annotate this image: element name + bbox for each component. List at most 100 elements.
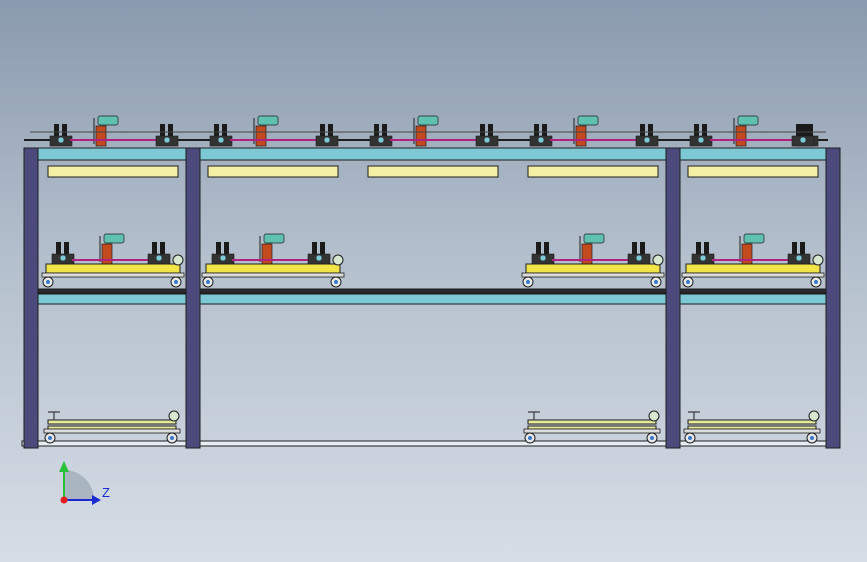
cart-roller bbox=[332, 254, 344, 266]
spindle-hub bbox=[217, 136, 225, 144]
cart-frame-bottom bbox=[47, 425, 177, 430]
spindle-hub bbox=[643, 136, 651, 144]
motor-body bbox=[735, 125, 747, 147]
spindle-hub bbox=[795, 254, 803, 262]
cart-wheel-hub bbox=[206, 280, 210, 284]
top-beam bbox=[23, 147, 829, 161]
spindle-post bbox=[64, 242, 69, 264]
spindle-post bbox=[534, 124, 539, 146]
light-panel-2 bbox=[207, 165, 339, 178]
bottom-cart-2 bbox=[523, 410, 661, 444]
cart-wheel-hub bbox=[650, 436, 654, 440]
motor-body bbox=[575, 125, 587, 147]
bottom-level-carts bbox=[43, 410, 821, 444]
motor-cap bbox=[583, 233, 605, 244]
top-deck-equipment bbox=[30, 115, 826, 147]
spindle-post bbox=[702, 124, 707, 146]
spindle-post bbox=[216, 242, 221, 264]
motor-cap bbox=[743, 233, 765, 244]
spindle-post bbox=[648, 124, 653, 146]
spindle-post bbox=[382, 124, 387, 146]
spindle-post bbox=[792, 242, 797, 264]
cart-base bbox=[681, 272, 825, 278]
cart-wheel-hub bbox=[814, 280, 818, 284]
motor-cap bbox=[97, 115, 119, 126]
coordinate-triad-icon bbox=[59, 461, 101, 505]
bottom-cart-1 bbox=[43, 410, 181, 444]
spindle-hub bbox=[57, 136, 65, 144]
light-panel-5 bbox=[687, 165, 819, 178]
steel-frame-structure bbox=[21, 139, 841, 449]
spindle-hub bbox=[483, 136, 491, 144]
cart-wheel-hub bbox=[688, 436, 692, 440]
spindle-hub bbox=[163, 136, 171, 144]
cart-roller bbox=[652, 254, 664, 266]
spindle-post bbox=[804, 124, 809, 146]
cart-wheel-hub bbox=[654, 280, 658, 284]
cart-frame-top bbox=[527, 419, 657, 425]
top-module-2 bbox=[209, 115, 339, 147]
middle-cart-1 bbox=[41, 233, 185, 288]
spindle-post bbox=[544, 242, 549, 264]
cart-roller bbox=[812, 254, 824, 266]
spindle-post bbox=[632, 242, 637, 264]
cart-frame-top bbox=[687, 419, 817, 425]
spindle-post bbox=[214, 124, 219, 146]
spindle-hub bbox=[315, 254, 323, 262]
top-module-3 bbox=[369, 115, 499, 147]
column-1 bbox=[23, 147, 39, 449]
motor-cap bbox=[103, 233, 125, 244]
cart-frame-bottom bbox=[527, 425, 657, 430]
cart-wheel-hub bbox=[48, 436, 52, 440]
motor-cap bbox=[417, 115, 439, 126]
cart-base bbox=[41, 272, 185, 278]
cart-base bbox=[523, 428, 661, 434]
middle-rail bbox=[23, 288, 829, 294]
cart-base bbox=[43, 428, 181, 434]
cart-wheel-hub bbox=[170, 436, 174, 440]
motor-cap bbox=[263, 233, 285, 244]
spindle-post bbox=[320, 124, 325, 146]
cart-base bbox=[683, 428, 821, 434]
spindle-post bbox=[224, 242, 229, 264]
spindle-post bbox=[160, 242, 165, 264]
spindle-post bbox=[320, 242, 325, 264]
spindle-post bbox=[168, 124, 173, 146]
z-axis-label: Z bbox=[102, 485, 110, 500]
spindle-post bbox=[694, 124, 699, 146]
cart-wheel-hub bbox=[174, 280, 178, 284]
spindle-hub bbox=[697, 136, 705, 144]
top-module-end bbox=[791, 124, 815, 147]
spindle-post bbox=[480, 124, 485, 146]
cart-wheel-hub bbox=[526, 280, 530, 284]
cart-frame-top bbox=[47, 419, 177, 425]
cart-wheel-hub bbox=[528, 436, 532, 440]
spindle-hub bbox=[155, 254, 163, 262]
light-panel-4 bbox=[527, 165, 659, 178]
spindle-post bbox=[312, 242, 317, 264]
spindle-post bbox=[374, 124, 379, 146]
top-module-4 bbox=[529, 115, 659, 147]
bottom-cart-3 bbox=[683, 410, 821, 444]
motor-body bbox=[95, 125, 107, 147]
spindle-hub bbox=[537, 136, 545, 144]
equipment-assembly bbox=[30, 115, 826, 444]
spindle-post bbox=[640, 124, 645, 146]
spindle-post bbox=[536, 242, 541, 264]
column-2 bbox=[185, 147, 201, 449]
spindle-post bbox=[800, 242, 805, 264]
column-4 bbox=[825, 147, 841, 449]
motor-cap bbox=[737, 115, 759, 126]
cart-platform bbox=[685, 263, 821, 274]
cart-wheel-hub bbox=[46, 280, 50, 284]
spindle-post bbox=[328, 124, 333, 146]
motor-cap bbox=[577, 115, 599, 126]
light-panel-1 bbox=[47, 165, 179, 178]
spindle-post bbox=[160, 124, 165, 146]
cart-base bbox=[201, 272, 345, 278]
spindle-hub bbox=[323, 136, 331, 144]
spindle-post bbox=[152, 242, 157, 264]
spindle-hub bbox=[377, 136, 385, 144]
spindle-post bbox=[62, 124, 67, 146]
